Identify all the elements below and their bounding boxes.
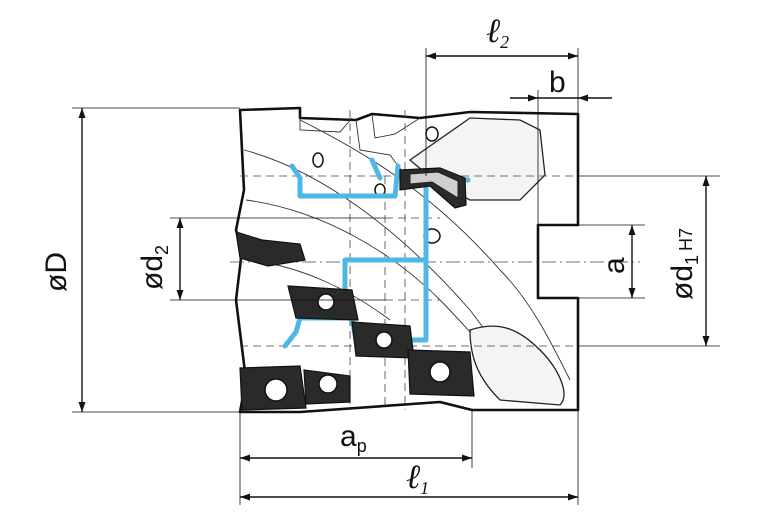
insert-upper [399,167,467,209]
insert-bottom-right [407,349,475,397]
coolant-hole-1 [312,152,324,168]
label-ap: ap [340,420,367,456]
label-b: b [549,66,566,99]
label-od1: ød1H7 [666,228,702,300]
label-l1: ℓ1 [406,459,429,498]
insert-left-mid [235,231,306,267]
label-l2: ℓ2 [486,13,509,52]
coolant-hole-2 [425,126,439,142]
insert-mid-2 [351,321,415,359]
insert-mid-1 [287,285,359,321]
insert-bottom-mid [303,369,351,405]
flute-band-3 [299,119,571,381]
label-oD: øD [40,252,73,292]
label-a: a [598,257,631,274]
insert-bottom-left [239,365,307,411]
label-od2: ød2 [136,245,172,290]
